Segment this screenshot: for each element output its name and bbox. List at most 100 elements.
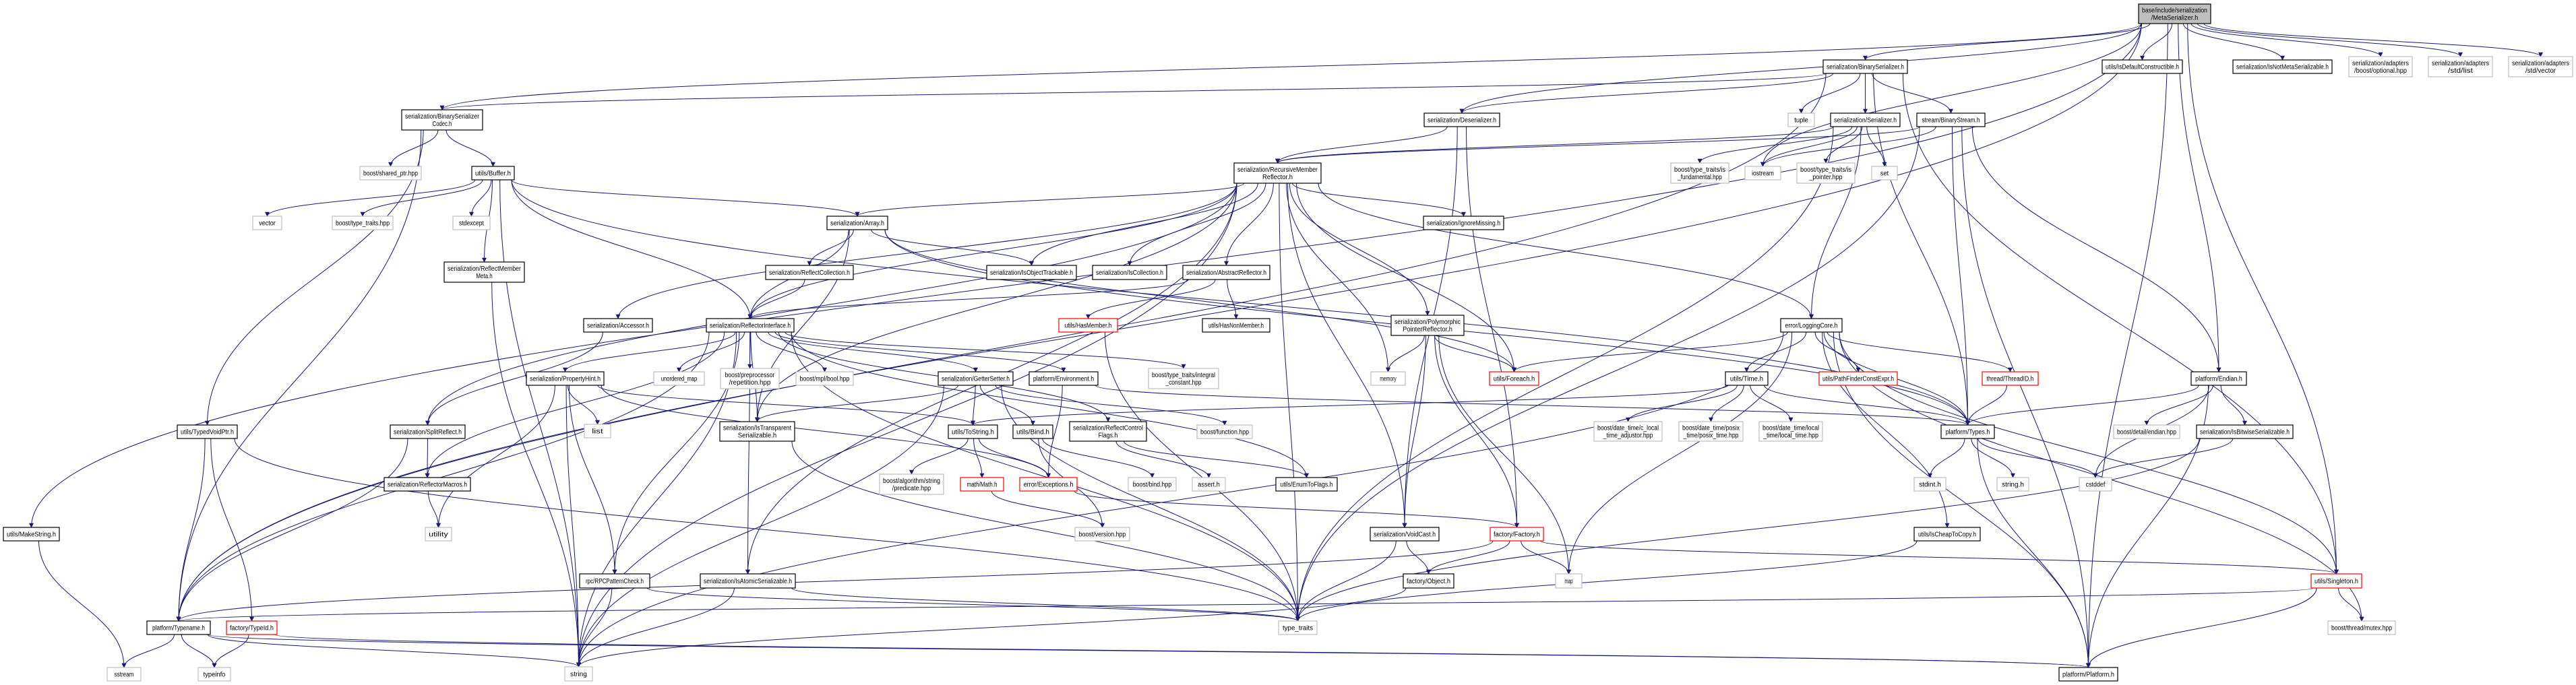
- graph-node-ignore[interactable]: serialization/IgnoreMissing.h: [1423, 216, 1504, 230]
- node-label: /MetaSerializer.h: [2151, 15, 2199, 22]
- graph-node-env[interactable]: platform/Environment.h: [1029, 371, 1099, 386]
- graph-node-hasm[interactable]: utils/HasMember.h: [1058, 318, 1118, 333]
- edge-absr-to-hasnm: [1227, 279, 1239, 319]
- graph-node-rcoll[interactable]: serialization/ReflectCollection.h: [765, 265, 854, 280]
- graph-node-tostr[interactable]: utils/ToString.h: [948, 424, 998, 439]
- node-label: boost/type_traits.hpp: [336, 220, 390, 228]
- graph-node-foreach[interactable]: utils/Foreach.h: [1489, 371, 1539, 386]
- graph-node-bs[interactable]: serialization/BinarySerializer.h: [1822, 59, 1908, 74]
- graph-node-assert: assert.h: [1192, 477, 1226, 492]
- edge-factory-to-fobj: [1426, 540, 1510, 575]
- graph-node-tvp[interactable]: utils/TypedVoidPtr.h: [177, 424, 238, 439]
- node-box: [1982, 371, 2039, 386]
- node-box: [384, 477, 471, 492]
- node-label: Serializable.h: [738, 432, 776, 440]
- edge-ser-to-rmr: [1275, 126, 1834, 164]
- node-box: [960, 477, 1004, 492]
- graph-node-typename[interactable]: platform/Typename.h: [146, 620, 211, 635]
- edge-bs-to-tuple: [1799, 73, 1861, 114]
- node-box: [1490, 527, 1544, 542]
- edge-bsc-to-shptr: [388, 129, 439, 167]
- node-label: /boost/optional.hpp: [2354, 67, 2407, 75]
- graph-node-macros[interactable]: serialization/ReflectorMacros.h: [384, 477, 471, 492]
- graph-node-factory[interactable]: factory/Factory.h: [1490, 527, 1544, 542]
- graph-node-vcast[interactable]: serialization/VoidCast.h: [1370, 527, 1440, 542]
- node-label: serialization/BinarySerializer.h: [1827, 64, 1904, 71]
- graph-node-buf[interactable]: utils/Buffer.h: [471, 166, 515, 181]
- node-box: [471, 166, 515, 181]
- edge-bs-to-bstream: [1872, 73, 1953, 114]
- graph-node-hasnm[interactable]: utils/HasNonMember.h: [1202, 318, 1270, 333]
- edge-bstream-to-ttraits: [1295, 126, 1920, 622]
- graph-node-platform[interactable]: platform/Platform.h: [2058, 667, 2118, 682]
- graph-node-single[interactable]: utils/Singleton.h: [2310, 573, 2362, 589]
- node-label: boost/bind.hpp: [1133, 482, 1172, 489]
- graph-node-isfund: boost/type_traits/is_fundamental.hpp: [1670, 162, 1729, 184]
- node-label: utils/Foreach.h: [1494, 376, 1535, 383]
- graph-node-ri[interactable]: serialization/ReflectorInterface.h: [706, 318, 795, 333]
- graph-node-root[interactable]: base/include/serialization/MetaSerialize…: [2138, 3, 2211, 24]
- graph-node-split[interactable]: serialization/SplitReflect.h: [390, 424, 466, 439]
- node-label: utils/Bind.h: [1016, 429, 1049, 436]
- edge-macros-to-utility: [427, 490, 441, 528]
- node-box: [2058, 667, 2118, 682]
- graph-node-bind[interactable]: utils/Bind.h: [1012, 424, 1053, 439]
- edge-ppr-to-foreach: [1434, 335, 1516, 372]
- node-box: [986, 265, 1077, 280]
- graph-node-ser[interactable]: serialization/Serializer.h: [1830, 112, 1901, 127]
- edge-tvp-to-ttraits: [234, 438, 1300, 622]
- graph-node-its[interactable]: serialization/IsTransparentSerializable.…: [719, 421, 795, 442]
- graph-node-bver: boost/version.hpp: [1074, 527, 1130, 542]
- graph-node-rpc[interactable]: rpc/RPCPatternCheck.h: [579, 573, 650, 589]
- graph-node-tid[interactable]: thread/ThreadID.h: [1982, 371, 2039, 386]
- edge-bs-to-single: [1902, 73, 2339, 575]
- graph-node-ias[interactable]: serialization/IsAtomicSerializable.h: [700, 573, 796, 589]
- node-box: [1678, 421, 1744, 442]
- graph-node-array[interactable]: serialization/Array.h: [826, 216, 888, 230]
- graph-node-endian[interactable]: platform/Endian.h: [2190, 371, 2247, 386]
- graph-node-string: string: [564, 666, 593, 682]
- graph-node-ms[interactable]: utils/MakeString.h: [3, 527, 60, 542]
- graph-node-iscoll[interactable]: serialization/IsCollection.h: [1092, 265, 1167, 280]
- graph-node-idc[interactable]: utils/IsDefaultConstructible.h: [2102, 59, 2183, 74]
- edge-time-to-ltime: [1750, 385, 1793, 422]
- edge-logc-to-foreach: [1512, 331, 1788, 372]
- node-label: Flags.h: [1099, 432, 1118, 440]
- graph-node-memory: memory: [1370, 371, 1406, 386]
- graph-node-deser[interactable]: serialization/Deserializer.h: [1423, 112, 1500, 127]
- graph-node-ibs[interactable]: serialization/IsBitwiseSerializable.h: [2196, 424, 2294, 439]
- node-box: [1074, 527, 1130, 542]
- graph-node-logc[interactable]: error/LoggingCore.h: [1780, 318, 1843, 333]
- edge-hasm-to-ttraits: [1104, 331, 1300, 622]
- graph-node-typeid[interactable]: factory/TypeId.h: [226, 620, 278, 635]
- graph-node-types[interactable]: platform/Types.h: [1940, 424, 1995, 439]
- graph-node-accessor[interactable]: serialization/Accessor.h: [583, 318, 653, 333]
- node-label: serialization/BinarySerializer: [405, 113, 480, 121]
- graph-node-time[interactable]: utils/Time.h: [1725, 371, 1769, 386]
- graph-node-inms[interactable]: serialization/IsNotMetaSerializable.h: [2232, 59, 2333, 74]
- graph-node-iot[interactable]: serialization/IsObjectTrackable.h: [986, 265, 1077, 280]
- node-label: boost/preprocessor: [725, 372, 775, 379]
- graph-node-fobj[interactable]: factory/Object.h: [1403, 573, 1454, 589]
- graph-node-gs[interactable]: serialization/GetterSetter.h: [938, 371, 1014, 386]
- edge-tvp-to-typeid: [210, 438, 254, 622]
- edge-absr-to-ri: [747, 279, 1189, 319]
- node-label: serialization/Accessor.h: [587, 323, 649, 330]
- graph-node-ppr[interactable]: serialization/PolymorphicPointerReflecto…: [1390, 315, 1465, 336]
- edge-icc-to-ttraits: [1295, 540, 1918, 622]
- graph-node-pfce[interactable]: utils/PathFinderConstExpr.h: [1818, 371, 1898, 386]
- graph-node-phint[interactable]: serialization/PropertyHint.h: [526, 371, 605, 386]
- node-box: [1593, 421, 1663, 442]
- graph-node-bstream[interactable]: stream/BinaryStream.h: [1916, 112, 1986, 127]
- graph-node-math[interactable]: math/Math.h: [960, 477, 1004, 492]
- graph-node-absr[interactable]: serialization/AbstractReflector.h: [1182, 265, 1270, 280]
- graph-node-e2f[interactable]: utils/EnumToFlags.h: [1275, 477, 1338, 492]
- node-box: [526, 371, 605, 386]
- graph-node-exc[interactable]: error/Exceptions.h: [1019, 477, 1078, 492]
- edge-bsc-to-tvp: [205, 129, 424, 426]
- graph-node-icc[interactable]: utils/IsCheapToCopy.h: [1913, 527, 1981, 542]
